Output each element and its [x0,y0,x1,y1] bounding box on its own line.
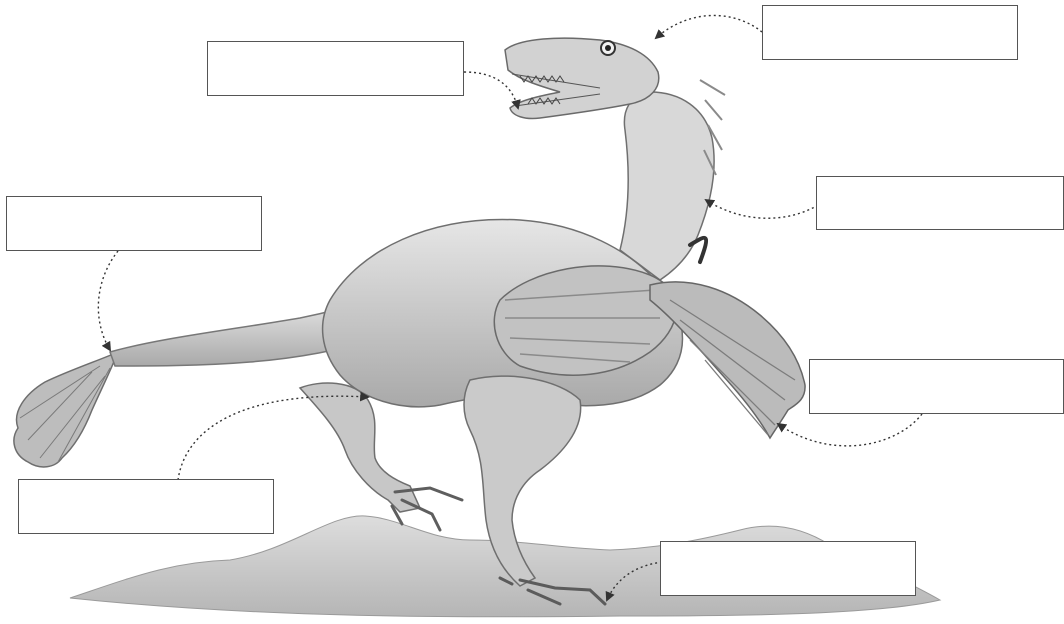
leader-tail [98,251,118,350]
neck [620,92,714,280]
tail-feathers [14,352,118,467]
leader-wing [778,414,922,446]
label-box-wing[interactable] [809,359,1064,414]
leader-teeth [464,72,518,108]
label-box-tail[interactable] [6,196,262,251]
label-box-teeth[interactable] [207,41,464,96]
label-box-eye[interactable] [762,5,1018,60]
label-box-neck[interactable] [816,176,1064,230]
label-box-claw[interactable] [660,541,916,596]
leader-neck [706,200,818,218]
leader-eye [656,15,762,38]
label-box-leg[interactable] [18,479,274,534]
